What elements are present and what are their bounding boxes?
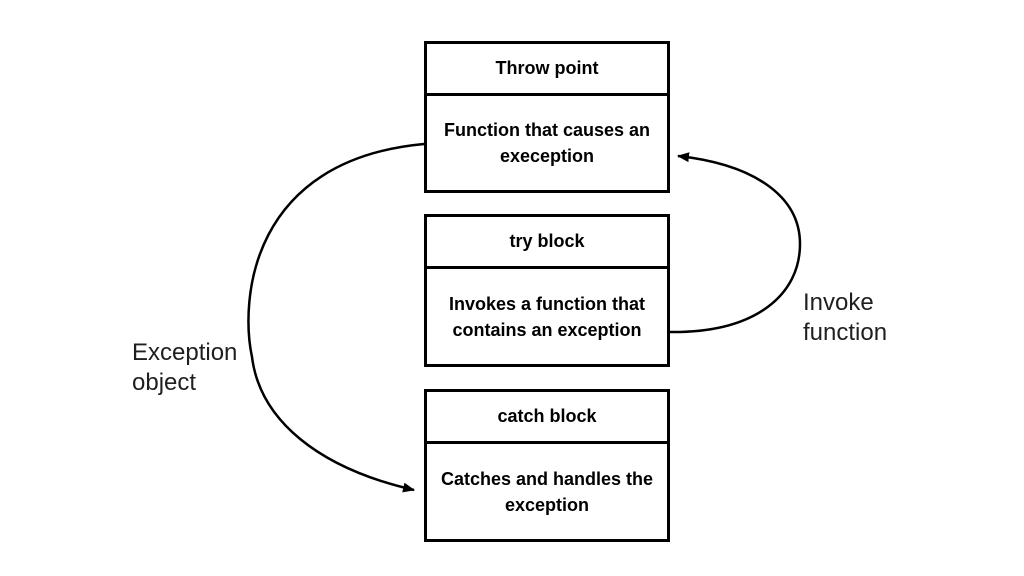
box-catch-block-description: Catches and handles the exception [440,468,654,515]
box-catch-block-title: catch block [497,406,597,426]
box-throw-point-title: Throw point [495,58,599,78]
box-catch-block: catch block Catches and handles the exce… [424,389,670,542]
box-try-block-body: Invokes a function that contains an exce… [427,269,667,364]
box-throw-point-body: Function that causes an exeception [427,96,667,190]
invoke-function-arrow [669,152,802,334]
box-try-block: try block Invokes a function that contai… [424,214,670,367]
box-try-block-header: try block [427,217,667,269]
exception-object-arrow [247,142,425,493]
box-throw-point-description: Function that causes an exeception [443,120,651,166]
box-catch-block-header: catch block [427,392,667,444]
box-throw-point-header: Throw point [427,44,667,96]
box-throw-point: Throw point Function that causes an exec… [424,41,670,193]
exception-object-label: Exception object [132,339,238,396]
invoke-function-label: Invoke function [803,289,888,346]
box-try-block-description: Invokes a function that contains an exce… [448,293,646,340]
box-try-block-title: try block [509,231,585,251]
box-catch-block-body: Catches and handles the exception [427,444,667,539]
